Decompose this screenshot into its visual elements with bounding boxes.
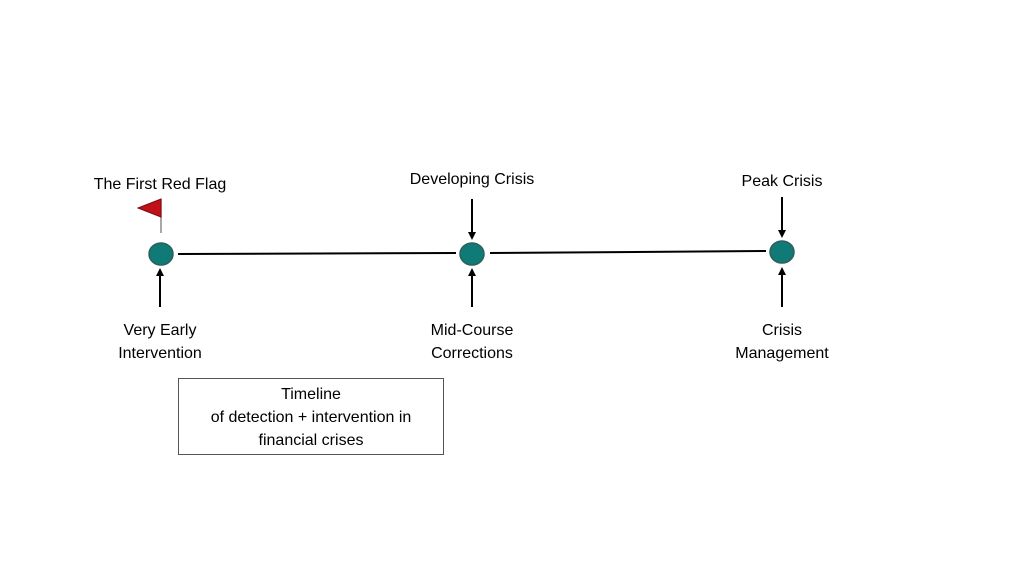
label-peak-crisis: Peak Crisis <box>741 173 823 190</box>
timeline-segment-2 <box>489 250 767 254</box>
label-developing-crisis: Developing Crisis <box>409 171 535 188</box>
label-line-2: Management <box>735 345 829 362</box>
caption-line-2: of detection + intervention in <box>210 409 412 426</box>
timeline-caption-box: Timeline of detection + intervention in … <box>178 378 444 455</box>
label-crisis-management: Crisis Management <box>682 319 882 365</box>
label-first-red-flag: The First Red Flag <box>93 176 227 193</box>
label-line-1: Crisis <box>762 322 802 339</box>
label-very-early-intervention: Very Early Intervention <box>60 319 260 365</box>
label-line-2: Corrections <box>431 345 513 362</box>
timeline-node-3 <box>769 240 795 264</box>
label-mid-course-corrections: Mid-Course Corrections <box>372 319 572 365</box>
caption-line-1: Timeline <box>281 386 341 403</box>
timeline-segment-1 <box>177 252 457 255</box>
label-line-1: Mid-Course <box>430 322 514 339</box>
label-line-2: Intervention <box>118 345 202 362</box>
timeline-node-2 <box>459 242 485 266</box>
label-line-1: Very Early <box>123 322 197 339</box>
timeline-node-1 <box>148 242 174 266</box>
red-flag-icon <box>136 198 162 218</box>
caption-line-3: financial crises <box>258 432 364 449</box>
